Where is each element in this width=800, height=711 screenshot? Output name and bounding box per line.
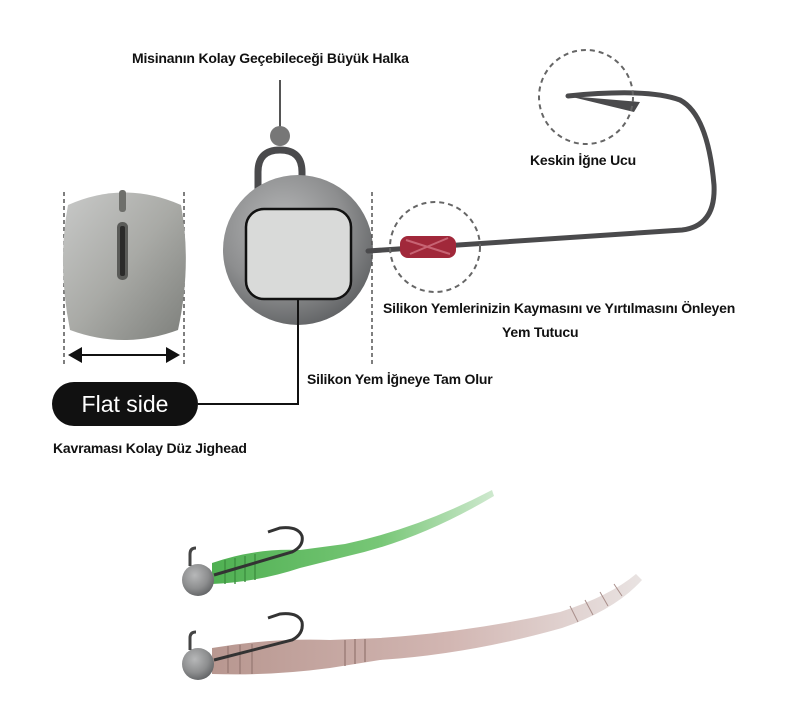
- bait-keeper-label-line2: Yem Tutucu: [502, 324, 579, 340]
- pink-worm-rig: [182, 574, 642, 680]
- bait-keeper-label-line1: Silikon Yemlerinizin Kaymasını ve Yırtıl…: [383, 300, 736, 316]
- bait-seat-panel: [244, 207, 353, 301]
- hook-barb: [568, 96, 640, 112]
- fits-hook-label: Silikon Yem İğneye Tam Olur: [307, 371, 493, 387]
- ring-callout-dot: [270, 126, 290, 146]
- green-worm-rig: [182, 490, 494, 596]
- hook-point-label: Keskin İğne Ucu: [530, 152, 636, 168]
- ring-label: Misinanın Kolay Geçebileceği Büyük Halka: [132, 50, 409, 66]
- flat-side-view: [62, 190, 186, 365]
- hook: [365, 90, 717, 258]
- easy-grip-label: Kavraması Kolay Düz Jighead: [53, 440, 247, 456]
- bait-seat-callout-line: [198, 298, 299, 405]
- bait-keeper-callout: [389, 201, 481, 293]
- flat-side-badge: Flat side: [52, 382, 198, 426]
- line-ring: [254, 146, 306, 200]
- hook-point-callout: [538, 49, 634, 145]
